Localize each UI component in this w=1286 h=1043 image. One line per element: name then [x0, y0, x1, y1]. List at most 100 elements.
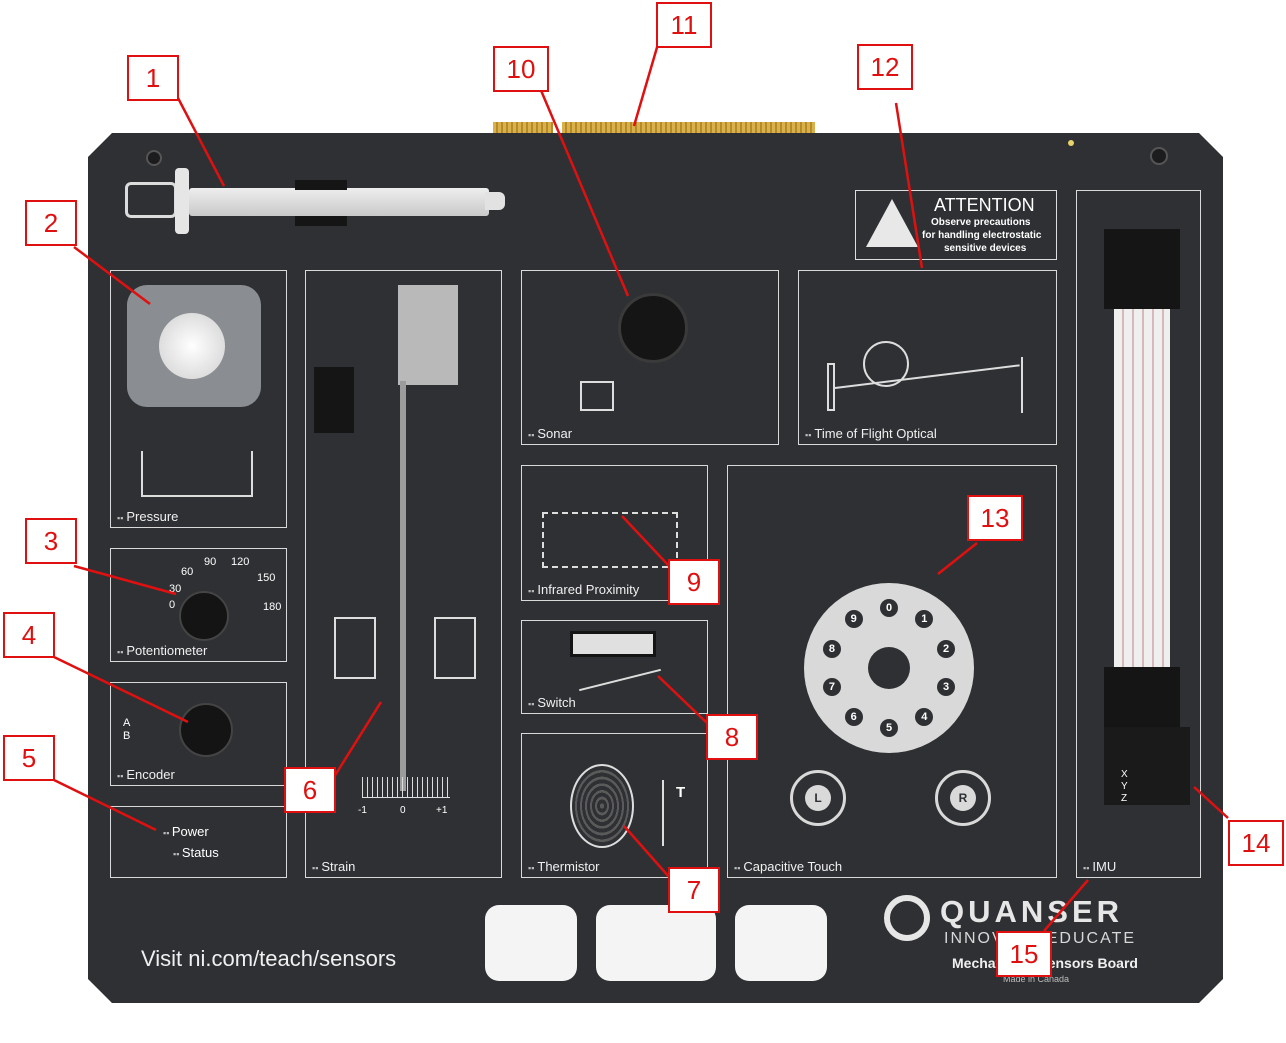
strain-scale-plus: +1	[436, 805, 448, 816]
mount-hole-right	[1150, 147, 1168, 165]
thermistor-label: Thermistor	[537, 859, 600, 874]
touch-button-left[interactable]: L	[790, 770, 846, 826]
touch-digit-6[interactable]: 6	[844, 707, 863, 726]
infrared-panel: ▪▪Infrared Proximity	[521, 465, 708, 601]
switch-label: Switch	[537, 695, 576, 710]
infrared-label: Infrared Proximity	[537, 582, 640, 597]
touch-digit-9[interactable]: 9	[844, 610, 863, 629]
status-label: Status	[181, 845, 219, 860]
strain-scale-zero: 0	[400, 805, 406, 816]
pressure-panel: ▪▪Pressure	[110, 270, 287, 528]
thermistor-panel: T ▪▪Thermistor	[521, 733, 708, 878]
callout-marker-7: 7	[668, 867, 720, 913]
callout-marker-14: 14	[1228, 820, 1284, 866]
pot-tick-180: 180	[263, 601, 282, 613]
tof-label: Time of Flight Optical	[814, 426, 937, 441]
callout-marker-9: 9	[668, 559, 720, 605]
thermistor-symbol-t: T	[676, 784, 686, 801]
attention-line1: Observe precautions	[931, 217, 1031, 228]
strain-scale	[362, 777, 450, 798]
touch-digit-5[interactable]: 5	[880, 719, 898, 737]
potentiometer-knob[interactable]	[179, 591, 229, 641]
sonar-label: Sonar	[537, 426, 573, 441]
capacitive-label: Capacitive Touch	[743, 859, 843, 874]
power-status-panel: ▪▪ Power ▪▪ Status	[110, 806, 287, 878]
encoder-channel-b: B	[123, 730, 131, 742]
sonar-sensor[interactable]	[618, 293, 688, 363]
foot-cutout-3	[735, 905, 827, 981]
callout-marker-6: 6	[284, 767, 336, 813]
strain-scale-minus: -1	[358, 805, 367, 816]
touch-button-left-label: L	[805, 785, 831, 811]
strain-connector	[314, 367, 354, 433]
foot-cutout-2	[596, 905, 716, 981]
thermistor-resistor-symbol	[662, 780, 664, 846]
pressure-symbol	[141, 451, 253, 497]
callout-marker-8: 8	[706, 714, 758, 760]
touch-digit-4[interactable]: 4	[915, 707, 934, 726]
strain-gauge-tension	[434, 617, 476, 679]
thermistor-fingerprint-pad[interactable]	[570, 764, 634, 848]
touch-button-right-label: R	[950, 785, 976, 811]
switch-panel: ▪▪Switch	[521, 620, 708, 714]
ir-optocoupler-symbol	[542, 512, 678, 568]
mount-hole-left	[146, 150, 162, 166]
attention-line2: for handling electrostatic	[922, 230, 1042, 241]
encoder-channel-a: A	[123, 717, 131, 729]
encoder-label: Encoder	[126, 767, 175, 782]
callout-marker-15: 15	[996, 931, 1052, 977]
touch-digit-8[interactable]: 8	[822, 640, 841, 659]
callout-marker-10: 10	[493, 46, 549, 92]
imu-panel: X Y Z ▪▪IMU	[1076, 190, 1201, 878]
callout-marker-12: 12	[857, 44, 913, 90]
callout-marker-4: 4	[3, 612, 55, 658]
potentiometer-label: Potentiometer	[126, 643, 208, 658]
sonar-speaker-icon	[580, 381, 614, 411]
esd-attention-box: ATTENTION Observe precautions for handli…	[855, 190, 1057, 260]
tof-emitter-icon	[827, 363, 835, 411]
imu-axis-x: X	[1121, 769, 1128, 780]
touch-wheel-center	[868, 647, 910, 689]
encoder-knob[interactable]	[179, 703, 233, 757]
pot-tick-90: 90	[204, 556, 217, 568]
callout-marker-13: 13	[967, 495, 1023, 541]
imu-top-connector	[1104, 229, 1180, 309]
touch-digit-1[interactable]: 1	[915, 610, 934, 629]
imu-label: IMU	[1092, 859, 1117, 874]
strain-panel: -1 0 +1 ▪▪Strain	[305, 270, 502, 878]
strain-label: Strain	[321, 859, 356, 874]
imu-axis-y: Y	[1121, 781, 1128, 792]
attention-title: ATTENTION	[934, 195, 1035, 215]
strain-beam[interactable]	[400, 381, 406, 791]
touch-digit-7[interactable]: 7	[822, 677, 841, 696]
board-url-text: Visit ni.com/teach/sensors	[141, 946, 397, 971]
attention-line3: sensitive devices	[944, 243, 1027, 254]
strain-gauge-compression	[334, 617, 376, 679]
imu-module[interactable]	[1104, 727, 1190, 805]
pot-tick-60: 60	[181, 566, 194, 578]
tof-stopwatch-icon	[863, 341, 909, 387]
slide-switch[interactable]	[570, 631, 656, 657]
esd-warning-icon	[866, 199, 918, 247]
callout-marker-11: 11	[656, 2, 712, 48]
foot-cutout-1	[485, 905, 577, 981]
power-label: Power	[171, 824, 209, 839]
touch-digit-3[interactable]: 3	[937, 677, 956, 696]
syringe[interactable]	[125, 168, 505, 238]
callout-marker-2: 2	[25, 200, 77, 246]
power-led-indicator	[1068, 140, 1074, 146]
touch-button-right[interactable]: R	[935, 770, 991, 826]
pressure-label: Pressure	[126, 509, 179, 524]
touch-digit-2[interactable]: 2	[937, 640, 956, 659]
pot-tick-0: 0	[169, 599, 176, 611]
imu-bottom-connector	[1104, 667, 1180, 737]
made-in-text: Made in Canada	[1003, 974, 1070, 984]
strain-bracket	[398, 285, 458, 385]
callout-marker-1: 1	[127, 55, 179, 101]
pressure-knob[interactable]	[159, 313, 225, 379]
callout-marker-3: 3	[25, 518, 77, 564]
touch-digit-0[interactable]: 0	[880, 599, 898, 617]
pot-tick-120: 120	[231, 556, 250, 568]
